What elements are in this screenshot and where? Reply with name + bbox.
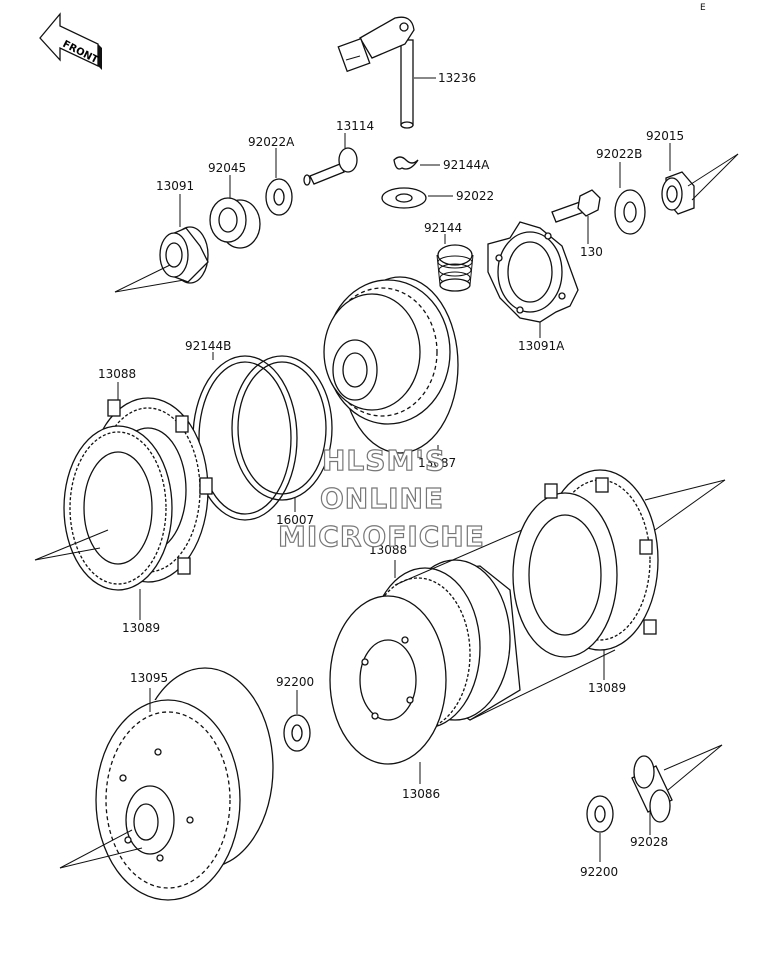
part-label-92045: 92045 [208,161,246,175]
nut-92015 [661,171,695,215]
part-label-13088-top: 13088 [98,367,136,381]
adjuster-13114 [303,147,358,186]
part-label-13095: 13095 [130,671,168,685]
part-label-13088-mid: 13088 [369,543,407,557]
part-label-13091a: 13091A [518,339,565,353]
part-label-92200-mid: 92200 [276,675,314,689]
spring-92144a [393,156,419,170]
washer-92022a [265,178,293,216]
part-label-13089-right: 13089 [588,681,626,695]
pusher-13091 [159,226,209,284]
part-label-13089-left: 13089 [122,621,160,635]
part-label-13091: 13091 [156,179,194,193]
front-arrow-icon: FRONT [39,12,102,70]
clutch-hub-13087 [323,276,459,454]
part-label-92144b: 92144B [185,339,231,353]
watermark-line-1: HLSM'S [322,444,446,477]
part-label-13086: 13086 [402,787,440,801]
part-label-13114: 13114 [336,119,374,133]
part-label-13236: 13236 [438,71,476,85]
spring-92144 [436,244,474,292]
collar-92028 [631,755,673,823]
clutch-housing-13095 [95,667,274,901]
part-label-92028: 92028 [630,835,668,849]
steel-plate-13089-right [512,469,659,658]
corner-mark: E [700,3,706,13]
part-label-16007: 16007 [276,513,314,527]
release-shaft-13236 [337,16,415,129]
watermark: HLSM'S ONLINE MICROFICHE [277,443,485,553]
part-label-92200-right: 92200 [580,865,618,879]
part-label-92022a: 92022A [248,135,295,149]
washer-92022 [381,187,427,209]
part-label-92022: 92022 [456,189,494,203]
part-label-92144a: 92144A [443,158,490,172]
clutch-pack-13086 [329,559,521,765]
washer-92200-right [586,795,614,833]
part-label-92022b: 92022B [596,147,642,161]
ring-16007 [231,355,333,501]
part-label-130: 130 [580,245,603,259]
bearing-92045 [209,197,261,249]
pressure-plate-13091a [487,221,579,323]
watermark-line-2: ONLINE [320,482,444,515]
watermark-line-3: MICROFICHE [278,520,485,553]
washer-92022b [614,189,646,235]
washer-92200-mid [283,714,311,752]
part-label-13087: 13087 [418,456,456,470]
part-label-92144: 92144 [424,221,462,235]
steel-plate-13089-left [63,425,173,591]
part-label-92015: 92015 [646,129,684,143]
bolt-130 [551,189,601,223]
